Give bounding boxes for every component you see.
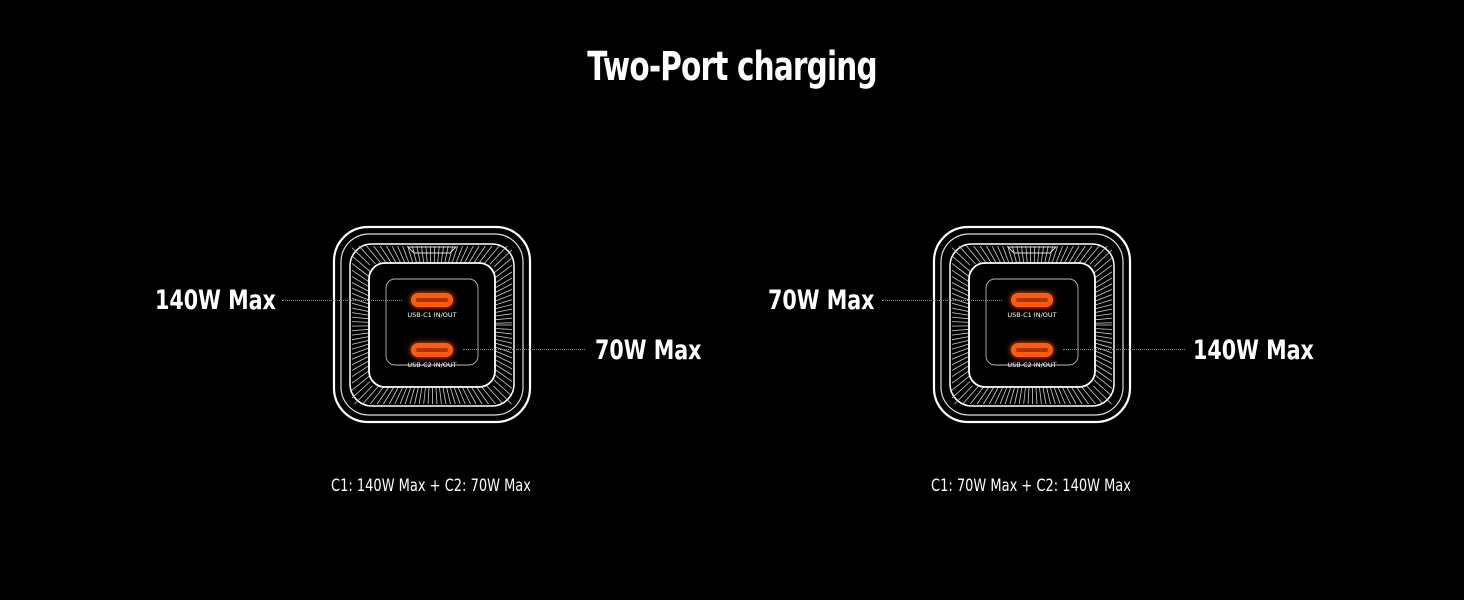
charger-device: USB-C1 IN/OUT USB-C2 IN/OUT: [932, 225, 1132, 424]
c2-power-label: 140W Max: [1193, 335, 1314, 366]
c2-power-label: 70W Max: [595, 335, 702, 366]
c1-power-label: 140W Max: [155, 285, 276, 316]
c1-leader-line: [282, 300, 402, 301]
c1-power-label: 70W Max: [768, 285, 875, 316]
c2-leader-line: [463, 349, 585, 350]
c1-leader-line: [882, 300, 1002, 301]
usb-c2-port-label: USB-C2 IN/OUT: [407, 361, 456, 369]
config-caption: C1: 140W Max + C2: 70W Max: [331, 476, 531, 496]
charger-device: USB-C1 IN/OUT USB-C2 IN/OUT: [332, 225, 532, 424]
usb-c2-port-label: USB-C2 IN/OUT: [1007, 361, 1056, 369]
usb-c1-port-label: USB-C1 IN/OUT: [1007, 311, 1056, 319]
page-title: Two-Port charging: [587, 44, 877, 90]
c2-leader-line: [1063, 349, 1185, 350]
config-caption: C1: 70W Max + C2: 140W Max: [931, 476, 1131, 496]
usb-c1-port-label: USB-C1 IN/OUT: [407, 311, 456, 319]
